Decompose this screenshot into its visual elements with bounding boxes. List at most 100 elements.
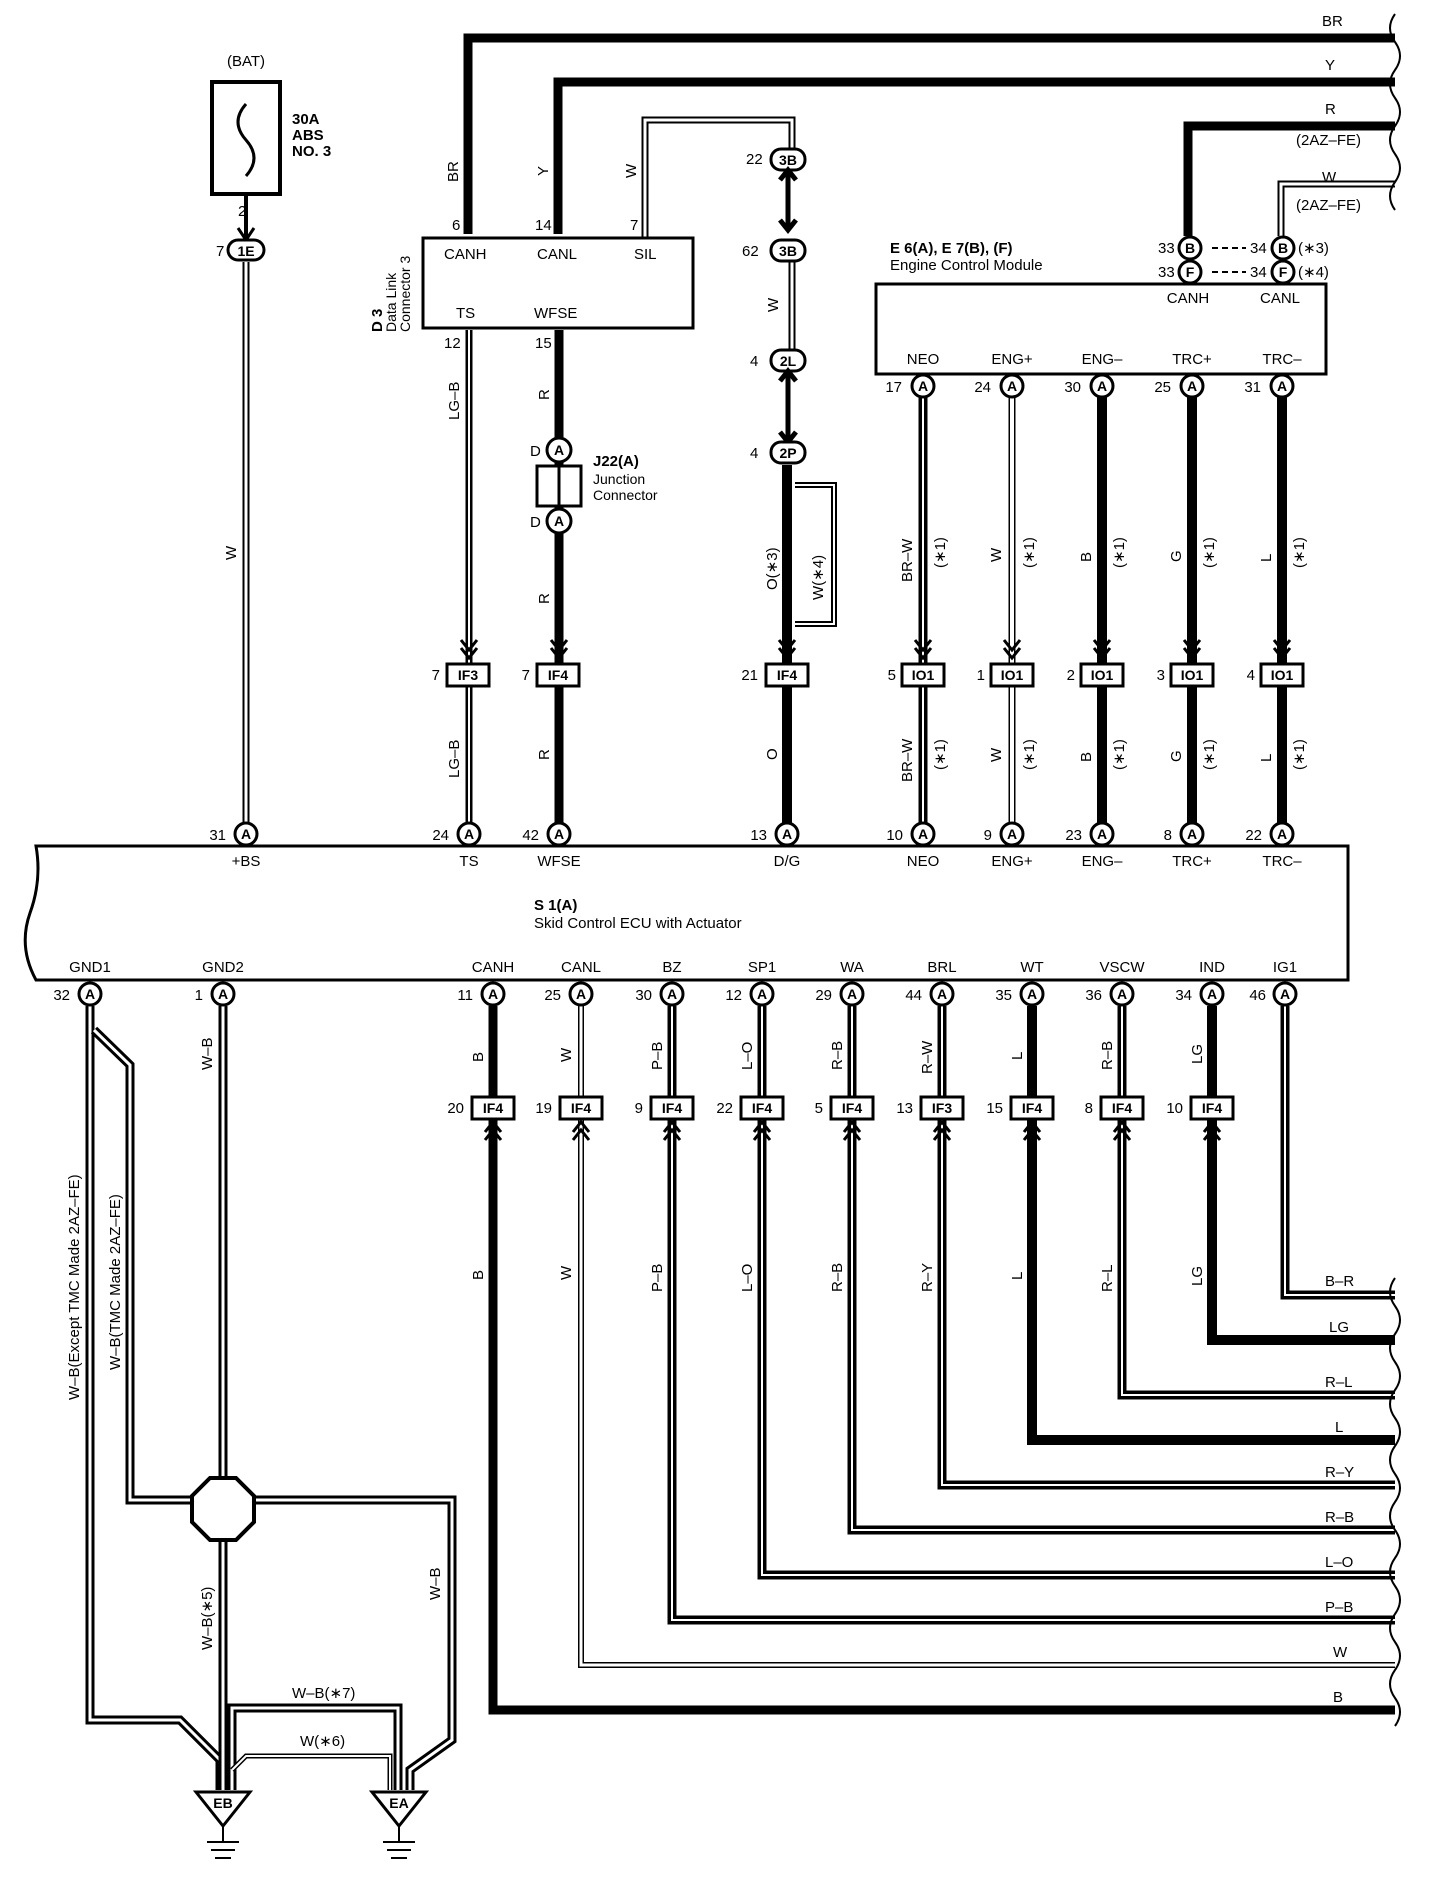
connector-2l-label: 2L <box>780 353 797 369</box>
ecu-bot-num-8: 35 <box>995 987 1012 1004</box>
row1-pin-wfse: 7 <box>522 667 530 684</box>
label-y: Y <box>535 166 552 176</box>
connector-2p <box>769 440 807 465</box>
row2-conn-sp1-label: IF4 <box>752 1100 772 1116</box>
ecm-a-eng-plus <box>999 373 1025 399</box>
j22-id: J22(A) <box>593 453 639 470</box>
note1-engp-dn: (∗1) <box>1021 739 1038 770</box>
connector-1e-label: 1E <box>237 243 254 259</box>
label-w-sil: W <box>623 163 640 178</box>
row1-ts: 7 IF3 <box>432 639 491 688</box>
pin-31: 31 <box>1244 379 1261 396</box>
arrow-row2-wa-icon <box>842 1119 862 1141</box>
note1-trcp-dn: (∗1) <box>1201 739 1218 770</box>
note1-neo-up: (∗1) <box>932 537 949 568</box>
ecu-a-dg-label: A <box>782 826 792 842</box>
ecu-a-gnd2-label: A <box>218 986 228 1002</box>
ecu-bot-num-7: 44 <box>905 987 922 1004</box>
row1-trcp: 3 IO1 <box>1157 639 1215 688</box>
ecu-top-num-8: 22 <box>1245 827 1262 844</box>
fuse-icon <box>236 103 256 177</box>
j22-top-pin-label: A <box>554 442 564 458</box>
ground-ea-label: EA <box>389 1795 408 1811</box>
row1-conn-ts-label: IF3 <box>458 667 478 683</box>
ecu-a-eng-plus <box>999 821 1025 847</box>
ecu-a-ts <box>456 821 482 847</box>
bot-dn-0: B <box>470 1270 487 1280</box>
label-neo-up: BR–W <box>899 538 916 582</box>
ecm-a-trc-minus-label: A <box>1277 378 1287 394</box>
ecu-top-pins: +BS TS WFSE D/G NEO ENG+ ENG– TRC+ TRC– <box>232 853 1303 870</box>
ecm-pin-canl: CANL <box>1260 290 1300 307</box>
ecu-top-num-5: 9 <box>984 827 992 844</box>
pin-24: 24 <box>974 379 991 396</box>
ecu-pin-trc-plus: TRC+ <box>1172 853 1212 870</box>
note1-engp-up: (∗1) <box>1021 537 1038 568</box>
row2-ind: 10 IF4 <box>1166 1095 1235 1141</box>
ecu-name: Skid Control ECU with Actuator <box>534 915 742 932</box>
ecm-box <box>874 282 1328 376</box>
bot-dn-6: L <box>1009 1272 1026 1280</box>
note1-neo-dn: (∗1) <box>932 739 949 770</box>
note1-trcp-up: (∗1) <box>1201 537 1218 568</box>
ecu-pin-brl: BRL <box>927 959 956 976</box>
ecm-conn-b-canh-label: B <box>1185 240 1195 256</box>
ecm-conn-f-canh-label: F <box>1186 264 1195 280</box>
ecu-bot-num-3: 25 <box>544 987 561 1004</box>
label-lgb-1: LG–B <box>446 382 463 420</box>
arrow-row2-ind-icon <box>1202 1119 1222 1141</box>
fuse-number: NO. 3 <box>292 143 331 160</box>
edge-b-1: LG <box>1329 1319 1349 1336</box>
j22-name-line2: Connector <box>593 487 658 503</box>
bot-up-4: R–B <box>829 1041 846 1070</box>
gnd-label-a: W–B(Except TMC Made 2AZ–FE) <box>66 1174 83 1400</box>
ecu-a-bz-label: A <box>667 986 677 1002</box>
edge-r: R <box>1325 101 1336 118</box>
pin-30: 30 <box>1064 379 1081 396</box>
row2-pin-5: 13 <box>896 1100 913 1117</box>
wire-gnd1-eb <box>85 1006 225 1790</box>
ecu-a-eng-minus-label: A <box>1097 826 1107 842</box>
row2-pin-2: 9 <box>635 1100 643 1117</box>
pin-6: 6 <box>452 217 460 234</box>
row1-dg: 21 IF4 <box>741 639 810 688</box>
gnd-label-b: W–B(TMC Made 2AZ–FE) <box>107 1194 124 1370</box>
ground-ea-icon <box>383 1826 415 1859</box>
ecm-pin-canh: CANH <box>1167 290 1210 307</box>
ecu-a-wt <box>1019 981 1045 1007</box>
gnd-label-c: W–B <box>199 1037 216 1070</box>
ecu-pin-wfse: WFSE <box>537 853 580 870</box>
ecu-pin-neo: NEO <box>907 853 940 870</box>
arrow-row2-vscw-icon <box>1112 1119 1132 1141</box>
ecu-a-trc-minus <box>1269 821 1295 847</box>
ecm-a-trc-plus-label: A <box>1187 378 1197 394</box>
ecm-note-3: (∗3) <box>1298 240 1329 257</box>
row2-pin-4: 5 <box>815 1100 823 1117</box>
label-engm-dn: B <box>1078 752 1095 762</box>
ecu-top-num-6: 23 <box>1065 827 1082 844</box>
wire-bot-brl-core <box>941 1006 1395 1486</box>
right-edge-bottom-labels: B–R LG R–L L R–Y R–B L–O P–B W B <box>1325 1273 1354 1706</box>
ecm-conn-f-canl-label: F <box>1279 264 1288 280</box>
ground-labels: W–B(Except TMC Made 2AZ–FE) W–B(TMC Made… <box>66 1037 444 1750</box>
wire-w6 <box>230 1753 393 1790</box>
ecu-pin-wa: WA <box>840 959 864 976</box>
pin-d-top: D <box>530 443 541 460</box>
label-r-1: R <box>536 389 553 400</box>
ecu-bot-num-10: 34 <box>1175 987 1192 1004</box>
fuse-rating: 30A <box>292 111 320 128</box>
arrow-trcp-icon <box>1182 639 1202 661</box>
ecu-a-gnd2 <box>210 981 236 1007</box>
ecm-bottom-pins: 17 A 24 A 30 A 25 A 31 A <box>885 373 1295 399</box>
row2-bz: 9 IF4 <box>635 1095 695 1141</box>
ecu-bot-num-5: 12 <box>725 987 742 1004</box>
row2-conn-ind-label: IF4 <box>1202 1100 1222 1116</box>
ecm-a-trc-plus <box>1179 373 1205 399</box>
pin-34-f: 34 <box>1250 264 1267 281</box>
ecu-a-canl <box>568 981 594 1007</box>
bot-dn-8: LG <box>1189 1266 1206 1286</box>
ecu-a-trc-plus-label: A <box>1187 826 1197 842</box>
pin-22: 22 <box>746 151 763 168</box>
arrow-trcm-icon <box>1272 639 1292 661</box>
